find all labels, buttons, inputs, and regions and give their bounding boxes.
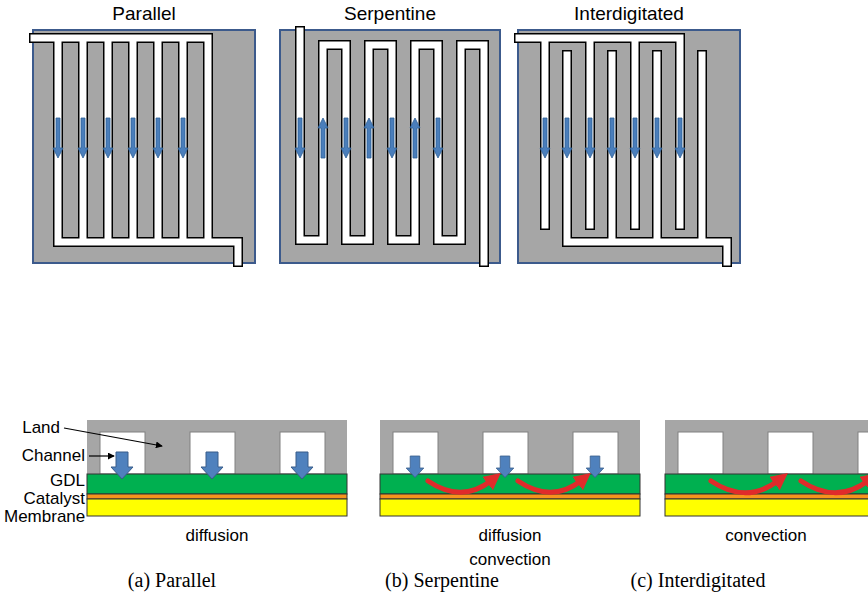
flow-arrows: [53, 118, 685, 158]
flow-field-plate: Serpentine: [280, 2, 500, 263]
part-label: Channel: [22, 447, 85, 465]
layer-label: Membrane: [4, 508, 85, 526]
layer-label: GDL: [50, 472, 85, 490]
layer-label: Catalyst: [24, 490, 85, 508]
sub-caption: (a) Parallel: [128, 568, 216, 592]
diffusion-arrows: [111, 452, 604, 479]
transport-label: diffusion convection: [455, 524, 565, 572]
plate-title: Serpentine: [280, 2, 500, 26]
sub-caption: (b) Serpentine: [385, 568, 499, 592]
flow-field-plates: [33, 30, 740, 263]
flow-field-plate: Parallel: [33, 2, 255, 263]
part-label: Land: [22, 419, 60, 437]
flow-channels: [34, 31, 727, 262]
transport-label: diffusion: [162, 524, 272, 548]
transport-label: convection: [711, 524, 821, 548]
sub-caption: (c) Interdigitated: [631, 568, 766, 592]
plate-title: Interdigitated: [518, 2, 740, 26]
cross-sections: [87, 420, 868, 516]
flow-field-plate: Interdigitated: [518, 2, 740, 263]
plate-title: Parallel: [33, 2, 255, 26]
convection-arrows: [428, 480, 868, 493]
